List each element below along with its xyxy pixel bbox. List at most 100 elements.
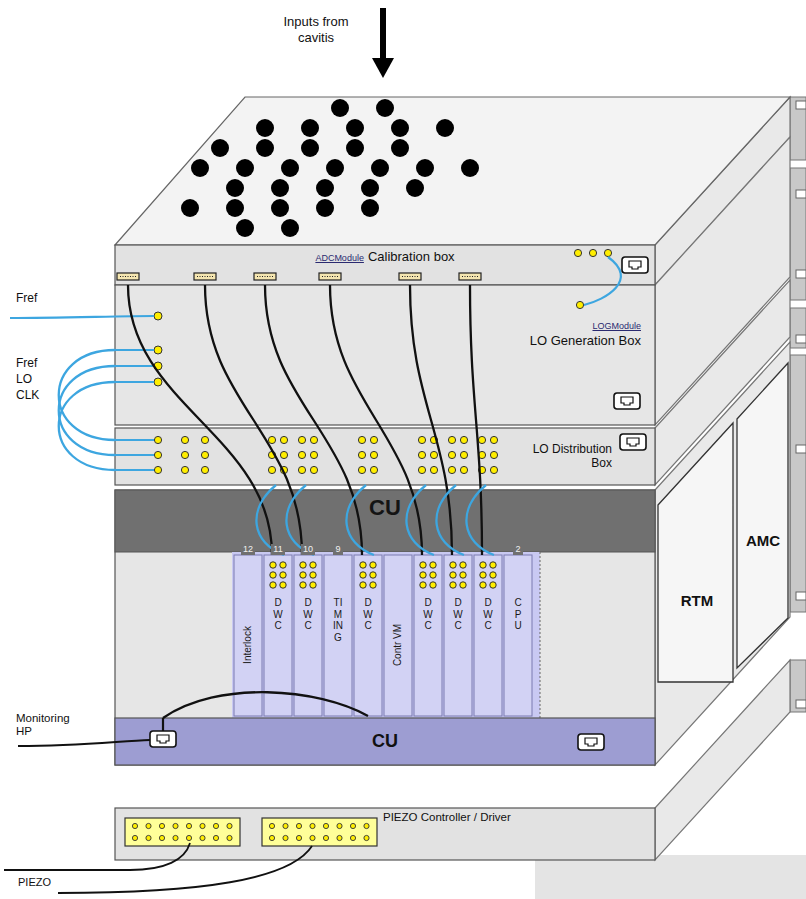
port (154, 346, 162, 354)
lo-cable (59, 350, 115, 440)
frame-bar (790, 355, 806, 612)
port-lead (115, 469, 154, 471)
card-slot: Interlock (234, 555, 262, 716)
vent-hole (316, 179, 334, 197)
vent-hole (361, 199, 379, 217)
port-lead (115, 439, 154, 441)
slot-number: 11 (271, 544, 284, 555)
card-slot: DWC (294, 555, 322, 716)
card-slot: CPU (504, 555, 532, 716)
frame-bar (790, 308, 806, 348)
card-label: Interlock (242, 626, 254, 664)
signal-name: Fref (16, 356, 52, 370)
lo-cable (286, 485, 314, 555)
input-label: Inputs from cavitis (268, 14, 364, 46)
vent-hole (281, 159, 299, 177)
vent-hole (236, 219, 254, 237)
vent-hole (191, 159, 209, 177)
signal-cable (128, 285, 272, 555)
vent-hole (346, 139, 364, 157)
signal-name: Fref (16, 291, 56, 305)
pins (132, 823, 369, 840)
calibration-front (115, 245, 655, 285)
module-tag: ADCModule (315, 253, 364, 263)
box-title: Calibration box (368, 249, 455, 264)
vent-hole (326, 159, 344, 177)
port (574, 249, 581, 256)
power-socket (614, 393, 640, 409)
socket-lead (162, 718, 164, 731)
lo-distribution-box: LO Distribution Box (115, 428, 655, 485)
port-lead (115, 349, 154, 351)
frame-notch (796, 270, 806, 278)
unit-label: CU (372, 731, 398, 752)
piezo-wire (58, 846, 312, 893)
port-column (154, 436, 161, 473)
frame-notch (796, 190, 806, 198)
signal-name: LO (16, 372, 52, 386)
card (474, 555, 502, 716)
card-label: DWC (453, 597, 463, 632)
port-column (360, 562, 366, 588)
top-face (115, 97, 790, 245)
rack-frame (790, 97, 806, 712)
port (589, 249, 596, 256)
card-slot: DWC (414, 555, 442, 716)
port-column (460, 436, 467, 473)
piezo-front (115, 808, 655, 860)
pin-header (262, 818, 377, 846)
calibration-connectors (117, 273, 481, 280)
frame-notch (796, 445, 806, 453)
card-slot: TIMING (324, 555, 352, 716)
power-socket (620, 434, 646, 450)
connector (319, 273, 341, 280)
box-title: LO Generation Box (530, 333, 641, 348)
lo-cable (59, 382, 115, 470)
port-column (370, 436, 377, 473)
box-title: LO Distribution Box (512, 442, 612, 485)
vent-hole (461, 159, 479, 177)
vent-hole (391, 119, 409, 137)
slot-number: 9 (333, 544, 342, 555)
port-column (430, 562, 436, 588)
card-label: TIMING (333, 597, 343, 643)
crate-body (115, 490, 655, 765)
port (576, 301, 583, 308)
port-column (280, 562, 286, 588)
connector (459, 273, 481, 280)
piezo-box: PIEZO Controller / Driver (115, 808, 655, 860)
card (324, 555, 352, 716)
vent-hole (256, 139, 274, 157)
port-column (201, 436, 208, 473)
frame-notches (796, 101, 806, 708)
rtm-panel (658, 423, 733, 682)
lo-cable (466, 485, 494, 555)
port-column (460, 562, 466, 588)
vent-hole (226, 199, 244, 217)
vent-hole (271, 179, 289, 197)
floor-shade (535, 855, 806, 899)
box-title: PIEZO Controller / Driver (383, 811, 655, 823)
slot-number: 12 (241, 544, 255, 555)
port-lead (115, 454, 154, 456)
vent-hole (391, 139, 409, 157)
connector (194, 273, 216, 280)
panel-label: RTM (681, 592, 714, 609)
lo-cable (436, 485, 464, 555)
frame-notch (796, 700, 806, 708)
lo-cable (256, 485, 284, 555)
crate-bottom-band (115, 718, 655, 765)
card-label: DWC (483, 597, 493, 632)
lo-generation-front (115, 285, 655, 425)
vent-hole (346, 119, 364, 137)
signal-name: CLK (16, 388, 52, 402)
power-socket (578, 734, 604, 750)
vent-hole (301, 119, 319, 137)
crate-top-band (115, 490, 655, 552)
lo-cable (59, 366, 115, 455)
port (604, 249, 611, 256)
connector (117, 273, 139, 280)
card (354, 555, 382, 716)
vent-hole (211, 139, 229, 157)
